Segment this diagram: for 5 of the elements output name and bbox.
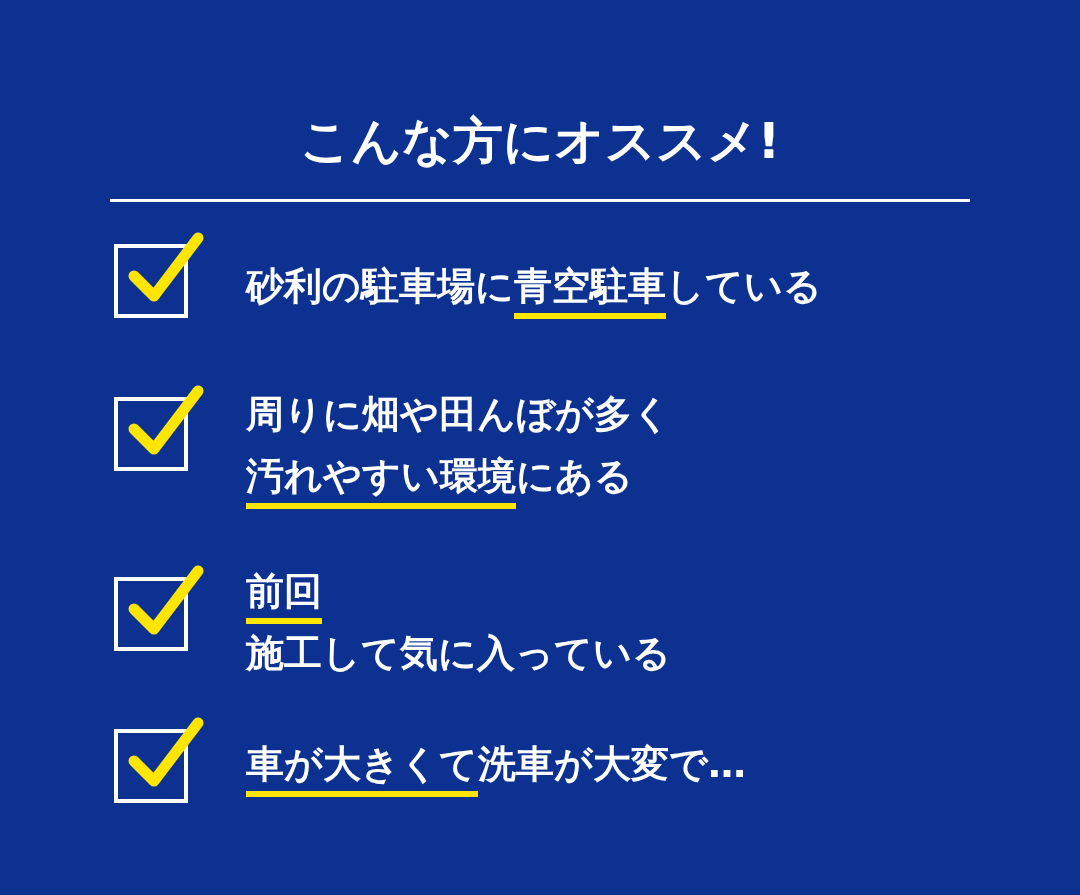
checklist-item-text: 前回施工して気に入っている — [246, 568, 671, 677]
checklist-item-text: 砂利の駐車場に青空駐車している — [246, 263, 822, 310]
checklist-item-text: 車が大きくて洗車が大変で… — [246, 741, 746, 788]
checklist-item-text: 周りに畑や田んぼが多く汚れやすい環境にある — [246, 391, 671, 500]
heading: こんな方にオススメ! — [298, 111, 782, 172]
